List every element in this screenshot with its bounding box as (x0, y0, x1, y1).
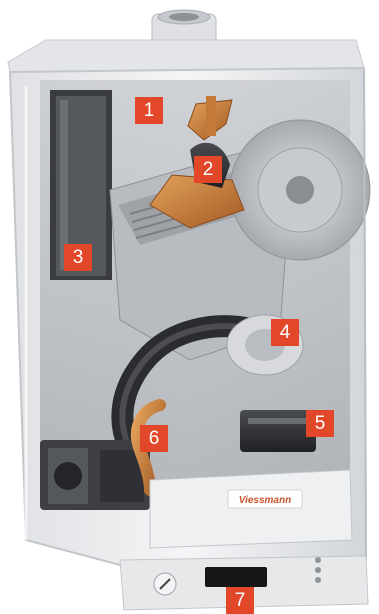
casing-top (8, 40, 364, 72)
callout-4: 4 (271, 319, 299, 346)
callout-3: 3 (64, 244, 92, 271)
callout-7: 7 (226, 587, 254, 614)
brand-logo: Viessmann (239, 495, 291, 506)
callout-6: 6 (140, 425, 168, 452)
pump-block (40, 440, 150, 510)
callout-5: 5 (306, 410, 334, 437)
electronics-box (240, 410, 316, 452)
callout-1: 1 (135, 97, 163, 124)
callout-2: 2 (194, 156, 222, 183)
control-panel: Viessmann (150, 470, 352, 548)
fan-housing (230, 120, 370, 260)
display-screen (205, 567, 267, 587)
